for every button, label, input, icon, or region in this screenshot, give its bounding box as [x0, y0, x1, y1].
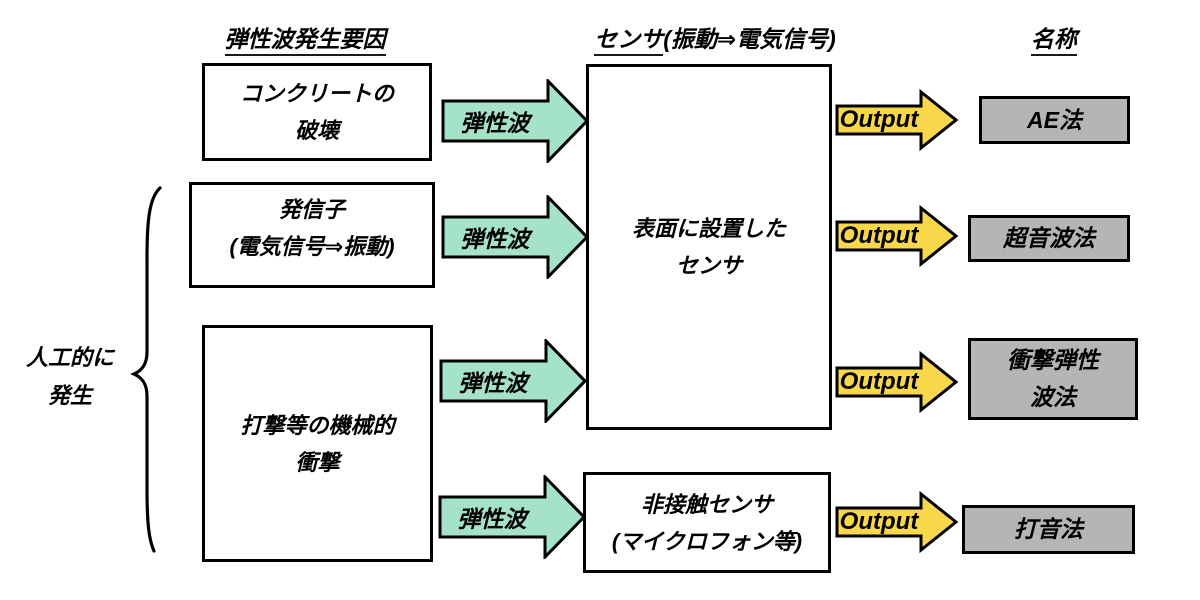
- source-box-concrete-fracture: コンクリートの 破壊: [202, 63, 432, 161]
- sensor-box-surface-line2: センサ: [675, 253, 742, 278]
- source-box-concrete-line2: 破壊: [294, 118, 339, 143]
- elastic-wave-arrow-2-label: 弾性波: [460, 226, 530, 252]
- output-arrow-2-label: Output: [839, 222, 919, 249]
- column-header-sensor-main: センサ: [594, 26, 664, 56]
- source-box-impact-line2: 衝撃: [295, 449, 340, 475]
- sensor-box-noncontact: 非接触センサ (マイクロフォン等): [583, 472, 831, 573]
- source-box-transmitter: 発信子 (電気信号⇒振動): [189, 182, 435, 288]
- column-header-sensor-sub: (振動⇒電気信号): [663, 26, 836, 52]
- right-arrow-icon: [835, 89, 959, 151]
- right-arrow-icon: [835, 205, 959, 267]
- right-arrow-icon: [835, 491, 959, 553]
- elastic-wave-arrow-4-label: 弾性波: [457, 506, 527, 532]
- output-arrow-3-label: Output: [839, 368, 919, 395]
- column-header-sensor: センサ(振動⇒電気信号): [565, 20, 865, 56]
- output-arrow-4: Output: [835, 491, 959, 553]
- method-box-hammering-label: 打音法: [1014, 516, 1083, 542]
- source-box-transmitter-line1: 発信子: [278, 197, 345, 222]
- elastic-wave-arrow-4: 弾性波: [438, 475, 586, 559]
- elastic-wave-arrow-3-label: 弾性波: [458, 370, 528, 396]
- side-label-line2: 発生: [47, 383, 92, 408]
- output-arrow-3: Output: [835, 351, 959, 413]
- grouping-brace: [130, 186, 162, 553]
- output-arrow-4-label: Output: [839, 508, 919, 535]
- elastic-wave-arrow-2: 弾性波: [441, 195, 589, 279]
- column-header-name: 名称: [1004, 20, 1104, 56]
- column-header-factor-text: 弾性波発生要因: [224, 26, 386, 56]
- column-header-factor: 弾性波発生要因: [205, 20, 405, 56]
- elastic-wave-arrow-1: 弾性波: [441, 79, 589, 163]
- source-box-mechanical-impact: 打撃等の機械的 衝撃: [202, 325, 433, 562]
- elastic-wave-arrow-3: 弾性波: [439, 339, 587, 423]
- sensor-box-noncontact-line1: 非接触センサ: [640, 491, 773, 517]
- method-box-impact-elastic-line2: 波法: [1030, 384, 1076, 410]
- sensor-box-noncontact-line2: (マイクロフォン等): [611, 528, 803, 554]
- method-box-ultrasonic-label: 超音波法: [1003, 225, 1095, 251]
- side-label-artificial: 人工的に 発生: [8, 339, 132, 415]
- method-box-ae-label: AE法: [1027, 106, 1082, 133]
- right-arrow-icon: [438, 475, 586, 559]
- method-box-ultrasonic: 超音波法: [968, 215, 1130, 262]
- output-arrow-2: Output: [835, 205, 959, 267]
- right-arrow-icon: [835, 351, 959, 413]
- output-arrow-1-label: Output: [839, 106, 919, 133]
- sensor-box-surface-line1: 表面に設置した: [631, 216, 786, 241]
- sensor-box-surface: 表面に設置した センサ: [586, 64, 832, 430]
- grouping-brace-path: [130, 186, 162, 553]
- output-arrow-1: Output: [835, 89, 959, 151]
- method-box-hammering: 打音法: [962, 505, 1135, 554]
- method-box-impact-elastic-line1: 衝撃弾性: [1007, 347, 1099, 373]
- right-arrow-icon: [439, 339, 587, 423]
- side-label-line1: 人工的に: [25, 345, 114, 370]
- source-box-concrete-line1: コンクリートの: [239, 81, 394, 106]
- right-arrow-icon: [441, 195, 589, 279]
- elastic-wave-arrow-1-label: 弾性波: [460, 110, 530, 136]
- method-box-ae: AE法: [979, 96, 1130, 144]
- source-box-transmitter-line2: (電気信号⇒振動): [229, 234, 395, 259]
- column-header-name-text: 名称: [1031, 26, 1077, 56]
- source-box-impact-line1: 打撃等の機械的: [240, 412, 395, 438]
- method-box-impact-elastic: 衝撃弾性 波法: [968, 338, 1138, 420]
- right-arrow-icon: [441, 79, 589, 163]
